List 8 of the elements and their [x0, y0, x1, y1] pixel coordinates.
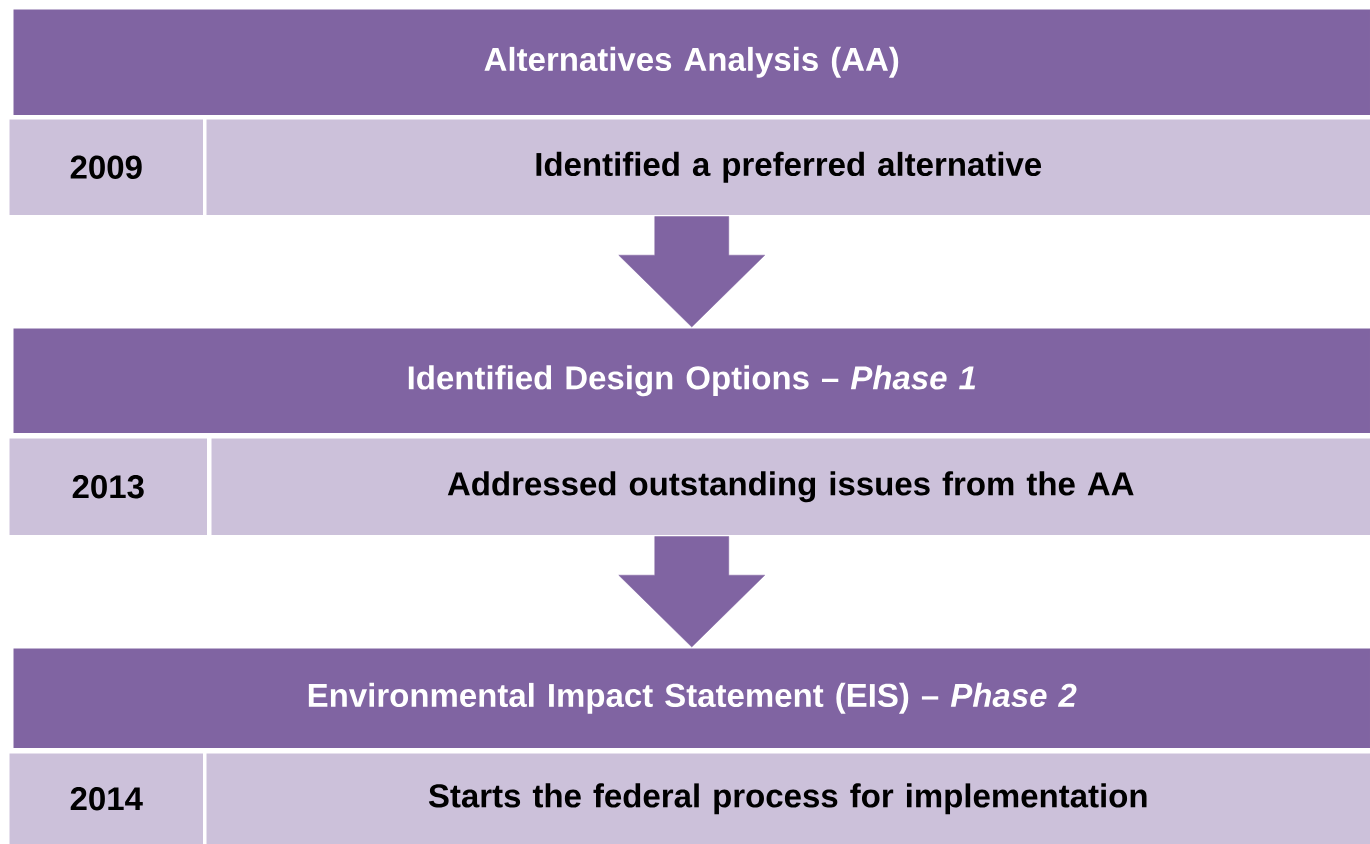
phase-header-bar: Identified Design Options – Phase 1	[12, 327, 1370, 435]
block-arrow	[618, 216, 765, 328]
phase-header-bar: Alternatives Analysis (AA)	[12, 8, 1370, 117]
year-cell: 2014	[8, 752, 205, 844]
year-cell: 2013	[8, 437, 209, 537]
phase-header-bar: Environmental Impact Statement (EIS) – Phase 2	[12, 647, 1370, 750]
year-cell: 2009	[8, 118, 205, 217]
block-arrow	[618, 536, 765, 648]
